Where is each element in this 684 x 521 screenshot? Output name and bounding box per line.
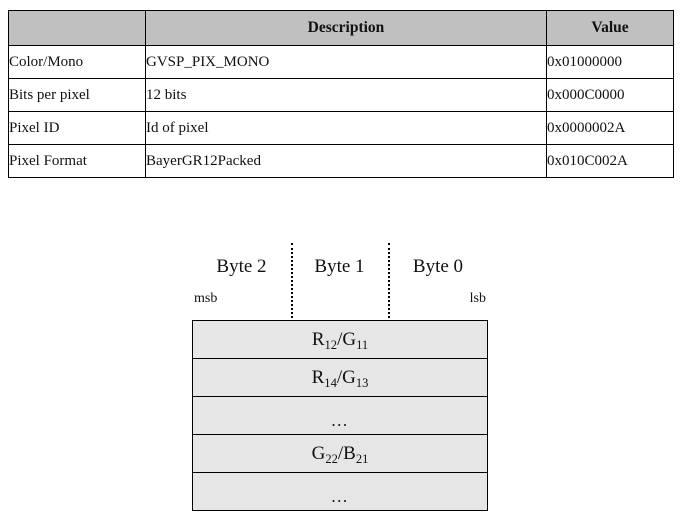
row-description-bits-per-pixel: 12 bits (145, 78, 547, 112)
msb-label: msb (194, 291, 218, 306)
row-value-pixel-id: 0x0000002A (546, 111, 674, 145)
lsb-label: lsb (469, 291, 486, 306)
packed-row-label: R14/G13 (311, 367, 369, 390)
byte-label-row: Byte 2 Byte 1 Byte 0 (192, 252, 488, 284)
byte-label-1: Byte 1 (314, 256, 365, 277)
row-value-pixel-format: 0x010C002A (546, 144, 674, 178)
packed-pixel-rows: R12/G11 R14/G13 ... G22/B21 ... (192, 320, 488, 511)
table-row: Pixel ID Id of pixel 0x0000002A (8, 111, 674, 145)
packed-row: R12/G11 (193, 321, 487, 359)
byte-layout-diagram: Byte 2 Byte 1 Byte 0 msb lsb R12/G11 R14… (192, 243, 488, 517)
table-row: Pixel Format BayerGR12Packed 0x010C002A (8, 144, 674, 178)
row-label-pixel-id: Pixel ID (8, 111, 146, 145)
packed-row-label: R12/G11 (311, 329, 369, 352)
row-label-pixel-format: Pixel Format (8, 144, 146, 178)
column-header-blank (8, 10, 146, 46)
packed-row-label: G22/B21 (311, 443, 369, 466)
row-description-pixel-id: Id of pixel (145, 111, 547, 145)
row-label-color-mono: Color/Mono (8, 45, 146, 79)
row-value-bits-per-pixel: 0x000C0000 (546, 78, 674, 112)
packed-row-ellipsis: ... (331, 411, 349, 430)
column-header-value: Value (546, 10, 674, 46)
row-value-color-mono: 0x01000000 (546, 45, 674, 79)
row-description-pixel-format: BayerGR12Packed (145, 144, 547, 178)
packed-row: ... (193, 473, 487, 511)
packed-row: ... (193, 397, 487, 435)
table-row: Bits per pixel 12 bits 0x000C0000 (8, 78, 674, 112)
table-header-row: Description Value (8, 10, 674, 46)
column-header-description: Description (145, 10, 547, 46)
row-description-color-mono: GVSP_PIX_MONO (145, 45, 547, 79)
row-label-bits-per-pixel: Bits per pixel (8, 78, 146, 112)
byte-divider-dotted-line-1 (291, 243, 293, 318)
table-row: Color/Mono GVSP_PIX_MONO 0x01000000 (8, 45, 674, 79)
packed-row-ellipsis: ... (331, 487, 349, 506)
pixel-format-spec-table: Description Value Color/Mono GVSP_PIX_MO… (8, 10, 674, 178)
byte-divider-dotted-line-2 (388, 243, 390, 318)
packed-row: G22/B21 (193, 435, 487, 473)
packed-row: R14/G13 (193, 359, 487, 397)
byte-label-0: Byte 0 (412, 256, 464, 277)
byte-label-2: Byte 2 (216, 256, 267, 277)
bit-label-row: msb lsb (192, 289, 488, 311)
